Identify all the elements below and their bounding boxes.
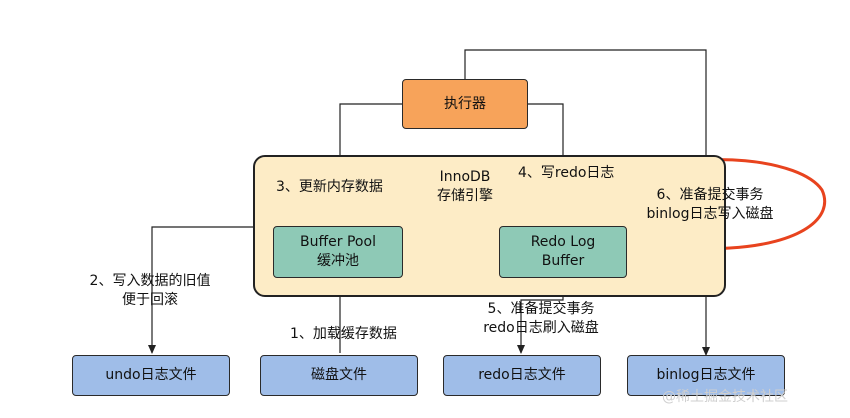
arrow-engine-to-undo (148, 226, 253, 354)
undo-file-box: undo日志文件 (72, 355, 230, 396)
step-6-line1: 6、准备提交事务 (656, 187, 764, 203)
disk-file-label: 磁盘文件 (311, 367, 367, 383)
buffer-pool-line2: 缓冲池 (317, 253, 359, 269)
step-1-label: 1、加载缓存数据 (290, 326, 397, 342)
buffer-pool-box: Buffer Pool 缓冲池 (273, 226, 403, 278)
redo-log-buffer-box: Redo Log Buffer (499, 226, 627, 278)
innodb-label-line1: InnoDB (439, 169, 491, 185)
step-2-line2: 便于回滚 (122, 292, 178, 308)
redo-log-buffer-line2: Buffer (541, 253, 585, 269)
step-6-label: 6、准备提交事务 binlog日志写入磁盘 (630, 186, 790, 224)
disk-file-box: 磁盘文件 (260, 355, 418, 396)
step-5-label: 5、准备提交事务 redo日志刷入磁盘 (466, 300, 616, 338)
binlog-file-box: binlog日志文件 (627, 355, 785, 396)
step-4-label: 4、写redo日志 (518, 165, 615, 181)
step-5-line2: redo日志刷入磁盘 (483, 320, 599, 336)
redo-file-box: redo日志文件 (443, 355, 601, 396)
executor-box: 执行器 (402, 79, 528, 129)
step-3-label: 3、更新内存数据 (276, 179, 383, 195)
buffer-pool-line1: Buffer Pool (300, 234, 376, 250)
innodb-label: InnoDB 存储引擎 (425, 168, 505, 206)
undo-file-label: undo日志文件 (105, 367, 197, 383)
step-2-label: 2、写入数据的旧值 便于回滚 (70, 272, 230, 310)
watermark: @稀土掘金技术社区 (662, 389, 788, 405)
binlog-file-label: binlog日志文件 (656, 367, 756, 383)
step-2-line1: 2、写入数据的旧值 (89, 273, 211, 289)
innodb-label-line2: 存储引擎 (437, 188, 493, 204)
redo-file-label: redo日志文件 (478, 367, 566, 383)
redo-log-buffer-line1: Redo Log (530, 234, 596, 250)
executor-label: 执行器 (444, 95, 486, 112)
step-6-line2: binlog日志写入磁盘 (646, 206, 774, 222)
step-5-line1: 5、准备提交事务 (487, 301, 595, 317)
